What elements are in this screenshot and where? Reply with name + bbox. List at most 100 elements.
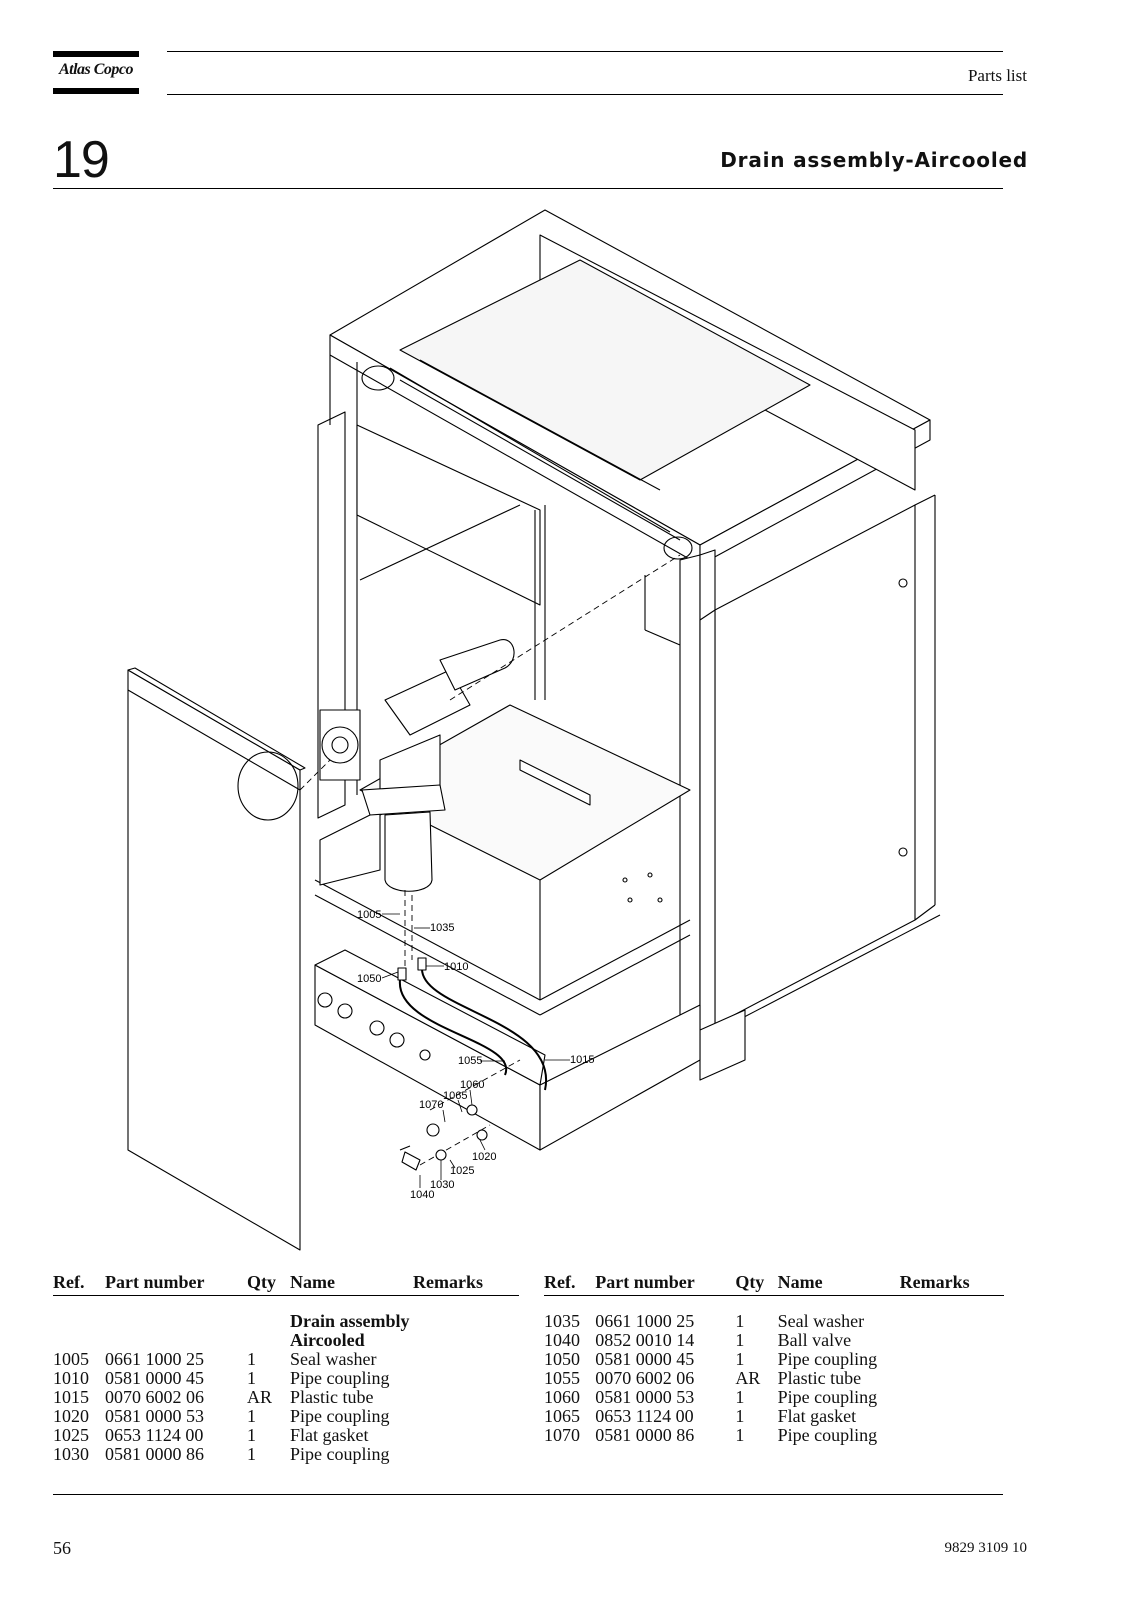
cell-part-number: 0070 6002 06 [595, 1368, 695, 1388]
cell-ref: 1055 [544, 1368, 580, 1388]
cell-name: Seal washer [777, 1311, 865, 1331]
table-row: 1015 0070 6002 06 AR Plastic tube [53, 1388, 519, 1407]
cell-ref: 1060 [544, 1387, 580, 1407]
table-row: 1025 0653 1124 00 1 Flat gasket [53, 1426, 519, 1445]
footer-rule [53, 1494, 1003, 1495]
cell-qty: AR [247, 1387, 273, 1407]
base-frame [314, 704, 701, 1151]
cell-ref: 1030 [53, 1444, 89, 1464]
table-row: 1060 0581 0000 53 1 Pipe coupling [544, 1388, 1004, 1407]
cell-qty: 1 [247, 1444, 256, 1464]
cell-qty: 1 [735, 1387, 745, 1407]
cell-part-number: 0581 0000 53 [595, 1387, 695, 1407]
table-row: 1035 0661 1000 25 1 Seal washer [544, 1312, 1004, 1331]
header-remarks: Remarks [899, 1272, 1004, 1296]
cell-qty: 1 [247, 1368, 256, 1388]
cell-ref: 1050 [544, 1349, 580, 1369]
header-remarks: Remarks [413, 1272, 519, 1296]
title-rule [53, 188, 1003, 189]
page-title: Drain assembly-Aircooled [720, 148, 1028, 172]
assembly-name-row: Aircooled [53, 1331, 519, 1350]
callout-1055: 1055 [458, 1055, 482, 1067]
header-ref: Ref. [53, 1272, 105, 1296]
cell-name: Flat gasket [777, 1406, 857, 1426]
cell-qty: 1 [735, 1330, 745, 1350]
table-row: 1055 0070 6002 06 AR Plastic tube [544, 1369, 1004, 1388]
header-qty: Qty [735, 1272, 778, 1296]
couplings-and-valve [397, 957, 488, 1171]
cell-ref: 1005 [53, 1349, 89, 1369]
cell-ref: 1040 [544, 1330, 580, 1350]
cell-qty: 1 [247, 1406, 256, 1426]
cell-ref: 1015 [53, 1387, 89, 1407]
callout-1015: 1015 [570, 1054, 594, 1066]
callout-labels: 1005 1035 1050 1010 1055 1015 1060 1065 … [357, 909, 594, 1201]
cell-part-number: 0653 1124 00 [595, 1406, 694, 1426]
cell-remarks [900, 1388, 1004, 1407]
table-spacer [53, 1296, 519, 1313]
cell-ref: 1010 [53, 1368, 89, 1388]
atlas-copco-logo: Atlas Copco [53, 51, 139, 94]
cell-part-number: 0581 0000 86 [105, 1444, 204, 1464]
cell-remarks [900, 1426, 1004, 1445]
callout-1065: 1065 [443, 1090, 467, 1102]
page-number: 56 [53, 1538, 71, 1558]
cell-remarks [413, 1407, 519, 1426]
cell-remarks [900, 1312, 1004, 1331]
cell-part-number: 0661 1000 25 [595, 1311, 695, 1331]
parts-table-right: Ref. Part number Qty Name Remarks 1035 0… [544, 1272, 1004, 1445]
cell-qty: 1 [735, 1406, 745, 1426]
drain-separator [319, 639, 515, 892]
header-ref: Ref. [544, 1272, 596, 1296]
table-row: 1005 0661 1000 25 1 Seal washer [53, 1350, 519, 1369]
cell-qty: 1 [735, 1349, 745, 1369]
callout-1020: 1020 [472, 1151, 496, 1163]
cell-remarks [413, 1426, 519, 1445]
cell-part-number: 0581 0000 53 [105, 1406, 204, 1426]
cell-remarks [413, 1388, 519, 1407]
table-header-row: Ref. Part number Qty Name Remarks [53, 1272, 519, 1296]
cell-part-number: 0581 0000 86 [595, 1425, 695, 1445]
cell-remarks [900, 1369, 1004, 1388]
assembly-name-row: Drain assembly [53, 1312, 519, 1331]
document-number: 9829 3109 10 [944, 1540, 1028, 1556]
cell-ref: 1020 [53, 1406, 89, 1426]
table-spacer [544, 1296, 1004, 1313]
cell-part-number: 0653 1124 00 [105, 1425, 204, 1445]
assembly-name-line2: Aircooled [290, 1330, 365, 1350]
cell-name: Seal washer [290, 1349, 377, 1369]
header-part-number: Part number [105, 1272, 247, 1296]
callout-1005: 1005 [357, 909, 381, 921]
cell-qty: 1 [247, 1349, 256, 1369]
header-part-number: Part number [595, 1272, 736, 1296]
document-type: Parts list [967, 66, 1027, 85]
assembly-name-line1: Drain assembly [290, 1311, 410, 1331]
table-header-row: Ref. Part number Qty Name Remarks [544, 1272, 1004, 1296]
table-row: 1050 0581 0000 45 1 Pipe coupling [544, 1350, 1004, 1369]
callout-1070: 1070 [419, 1099, 443, 1111]
cell-remarks [900, 1350, 1004, 1369]
callout-1010: 1010 [444, 961, 468, 973]
cell-qty: AR [735, 1368, 761, 1388]
cell-name: Plastic tube [777, 1368, 862, 1388]
cell-name: Ball valve [777, 1330, 852, 1350]
header-rule-top [167, 51, 1003, 52]
callout-1050: 1050 [357, 973, 381, 985]
cell-qty: 1 [735, 1425, 745, 1445]
cell-remarks [900, 1407, 1004, 1426]
table-row: 1010 0581 0000 45 1 Pipe coupling [53, 1369, 519, 1388]
cell-name: Pipe coupling [290, 1406, 390, 1426]
middle-post [534, 505, 546, 700]
callout-1035: 1035 [430, 922, 454, 934]
callout-1060: 1060 [460, 1079, 484, 1091]
table-row: 1020 0581 0000 53 1 Pipe coupling [53, 1407, 519, 1426]
cell-part-number: 0581 0000 45 [105, 1368, 204, 1388]
header-name: Name [777, 1272, 900, 1296]
cell-remarks [413, 1445, 519, 1464]
cell-ref: 1025 [53, 1425, 89, 1445]
table-row: 1070 0581 0000 86 1 Pipe coupling [544, 1426, 1004, 1445]
cell-name: Plastic tube [290, 1387, 374, 1407]
cell-name: Pipe coupling [290, 1368, 390, 1388]
cell-qty: 1 [735, 1311, 745, 1331]
table-row: 1030 0581 0000 86 1 Pipe coupling [53, 1445, 519, 1464]
